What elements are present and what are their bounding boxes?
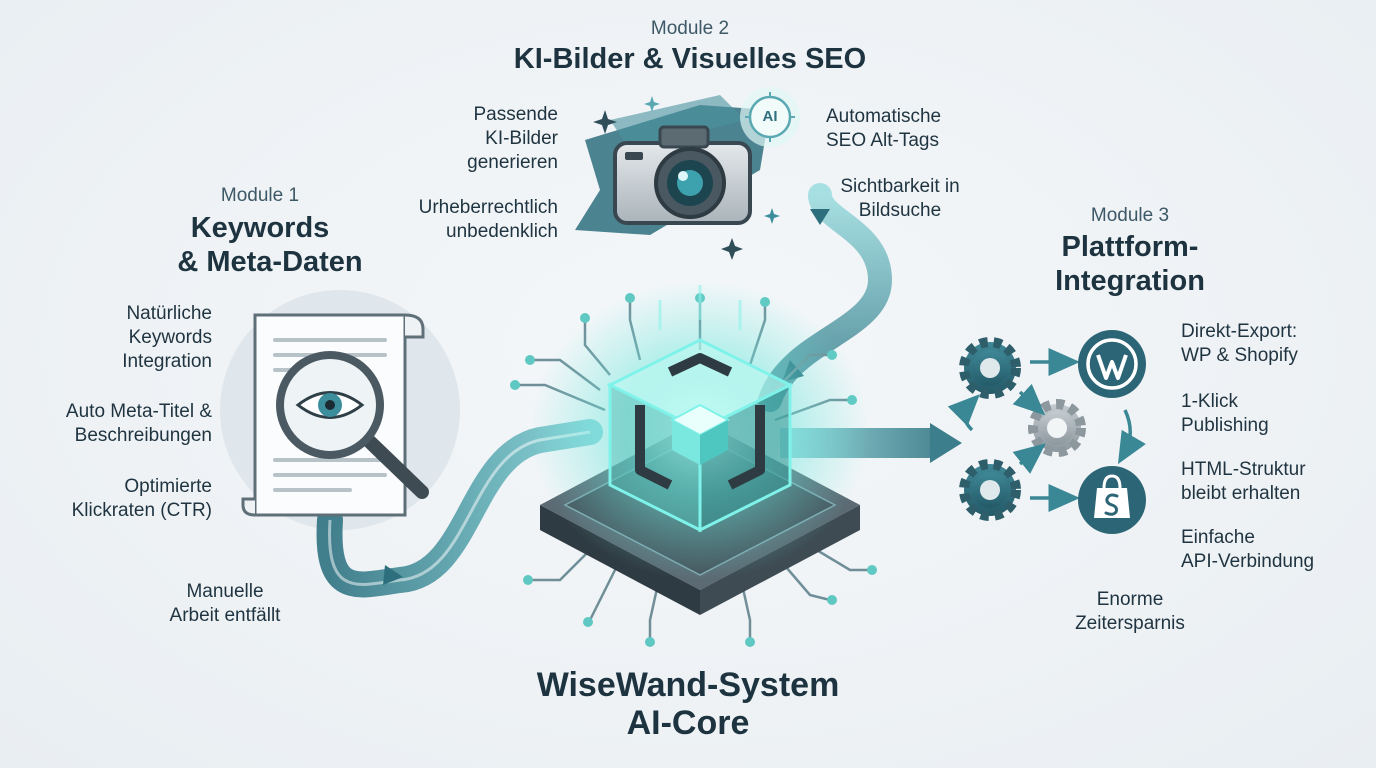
gear-icon xyxy=(959,459,1021,521)
module1-item-keywords: Natürliche Keywords Integration xyxy=(122,303,212,372)
ai-chip-cube-icon xyxy=(510,280,877,647)
module1-label: Module 1 xyxy=(220,185,300,206)
flow-arrow-module2-upper xyxy=(810,209,830,225)
module2-title: KI-Bilder & Visuelles SEO xyxy=(513,43,867,75)
module2-item-imagesearch: Sichtbarkeit in Bildsuche xyxy=(840,176,960,221)
sparkle-decorations xyxy=(593,96,780,260)
gear-icon xyxy=(1028,399,1086,457)
module1-item-manual: Manuelle Arbeit entfällt xyxy=(169,581,281,626)
module1-item-ctr: Optimierte Klickraten (CTR) xyxy=(71,476,212,521)
module2-item-alttags: Automatische SEO Alt-Tags xyxy=(826,106,942,151)
module3-item-api: Einfache API-Verbindung xyxy=(1181,527,1315,572)
module2-item-copyright: Urheberrechtlich unbedenklich xyxy=(418,197,558,242)
module3-item-publishing: 1-Klick Publishing xyxy=(1181,391,1269,436)
flow-band-highlight xyxy=(328,430,591,586)
module3-label: Module 3 xyxy=(1090,205,1170,226)
module2-label: Module 2 xyxy=(650,18,730,39)
flow-arrow-module3 xyxy=(930,423,962,463)
document-with-magnifier-icon xyxy=(241,313,429,517)
shopify-icon xyxy=(1078,466,1146,534)
gear-icon xyxy=(959,337,1021,399)
module3-title-line1: Plattform- xyxy=(1061,231,1199,263)
core-title-line1: WiseWand-System xyxy=(536,666,840,704)
core-title-line2: AI-Core xyxy=(626,704,750,742)
flow-arrow-module1 xyxy=(383,565,403,585)
module3-item-time: Enorme Zeitersparnis xyxy=(1075,589,1185,634)
module3-flow-arrows xyxy=(947,348,1146,512)
module3-item-export: Direkt-Export: WP & Shopify xyxy=(1181,321,1298,366)
module3-title-line2: Integration xyxy=(1055,265,1205,297)
module1-title-line2: & Meta-Daten xyxy=(177,246,363,278)
ai-badge-label: AI xyxy=(762,108,778,125)
camera-icon xyxy=(575,95,770,235)
module1-item-meta: Auto Meta-Titel & Beschreibungen xyxy=(65,401,212,446)
ai-badge-icon xyxy=(740,87,800,147)
wordpress-icon xyxy=(1078,330,1146,398)
module3-item-html: HTML-Struktur bleibt erhalten xyxy=(1181,459,1306,504)
module2-item-generate: Passende KI-Bilder generieren xyxy=(467,104,558,173)
module1-title-line1: Keywords xyxy=(190,212,330,244)
